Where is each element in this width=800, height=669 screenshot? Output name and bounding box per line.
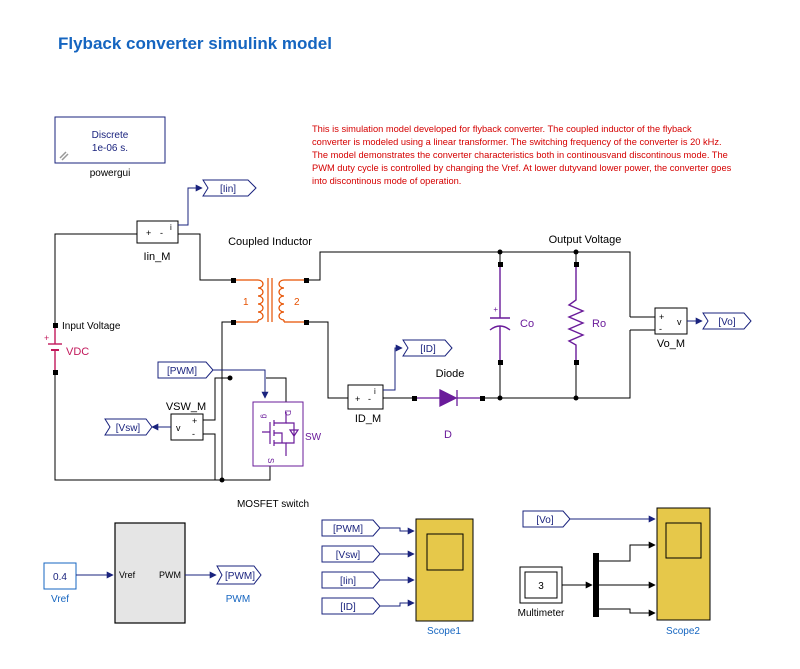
svg-text:[PWM]: [PWM] (225, 571, 255, 582)
vref-name: Vref (51, 594, 69, 605)
id-m-label: ID_M (355, 413, 381, 425)
capacitor-co[interactable] (489, 267, 511, 360)
svg-text:PWM: PWM (159, 570, 181, 580)
diode-element[interactable] (417, 388, 480, 408)
svg-text:+: + (493, 305, 498, 314)
mosfet-block[interactable]: g D S (252, 401, 304, 467)
svg-text:[Iin]: [Iin] (220, 184, 236, 195)
vref-constant-block[interactable]: 0.4 (43, 562, 77, 590)
iin-m-block[interactable]: + - i (136, 220, 179, 244)
svg-text:-: - (368, 394, 371, 404)
from-pwm-tag[interactable]: [PWM] (157, 361, 214, 379)
scope2-label: Scope2 (666, 626, 700, 637)
svg-text:+: + (192, 416, 197, 426)
vdc-label: VDC (66, 346, 89, 358)
multimeter-value: 3 (538, 581, 544, 592)
scope1-label: Scope1 (427, 626, 461, 637)
svg-text:+: + (44, 333, 49, 343)
pwm-name: PWM (226, 594, 250, 605)
ro-label: Ro (592, 318, 606, 330)
powergui-mode: Discrete (92, 130, 129, 141)
winding-1-label: 1 (243, 297, 249, 308)
svg-text:[Vsw]: [Vsw] (116, 423, 141, 434)
output-voltage-label: Output Voltage (549, 234, 622, 246)
vsw-m-label: VSW_M (166, 401, 206, 413)
winding-2-label: 2 (294, 297, 300, 308)
svg-text:[Vo]: [Vo] (718, 317, 735, 328)
goto-id-tag[interactable]: [ID] (402, 339, 453, 357)
id-m-block[interactable]: + - i (347, 384, 384, 410)
powergui-block[interactable]: Discrete 1e-06 s. (54, 116, 166, 164)
svg-text:[ID]: [ID] (340, 602, 356, 613)
svg-text:[ID]: [ID] (420, 344, 436, 355)
resistor-ro[interactable] (567, 267, 585, 360)
vo-m-label: Vo_M (657, 338, 685, 350)
svg-text:[PWM]: [PWM] (333, 524, 363, 535)
input-voltage-label: Input Voltage (62, 321, 121, 332)
vdc-source[interactable] (48, 328, 62, 370)
link-icon (59, 151, 69, 161)
mosfet-switch-label: MOSFET switch (237, 499, 309, 510)
goto-iin-tag[interactable]: [Iin] (202, 179, 257, 197)
diode-name: D (444, 429, 452, 441)
from-id-scope-tag[interactable]: [ID] (321, 597, 381, 615)
svg-text:v: v (176, 423, 181, 433)
vo-m-block[interactable]: + - v (654, 307, 688, 335)
svg-text:v: v (677, 317, 682, 327)
svg-text:[Iin]: [Iin] (340, 576, 356, 587)
svg-text:i: i (374, 387, 376, 396)
co-label: Co (520, 318, 534, 330)
svg-text:Vref: Vref (119, 570, 136, 580)
from-iin-scope-tag[interactable]: [Iin] (321, 571, 381, 589)
from-pwm-scope-tag[interactable]: [PWM] (321, 519, 381, 537)
goto-pwm-tag[interactable]: [PWM] (216, 565, 262, 585)
svg-text:g: g (260, 414, 269, 418)
junction-dots (219, 249, 579, 483)
from-vsw-scope-tag[interactable]: [Vsw] (321, 545, 381, 563)
sw-label: SW (305, 432, 322, 443)
svg-text:i: i (170, 223, 172, 232)
multimeter-block[interactable]: 3 (519, 566, 563, 604)
coupled-inductor-label: Coupled Inductor (228, 236, 312, 248)
svg-text:[Vsw]: [Vsw] (336, 550, 361, 561)
from-vo-scope-tag[interactable]: [Vo] (522, 510, 571, 528)
pwm-generator-block[interactable]: Vref PWM (114, 522, 186, 624)
power-wires (54, 233, 655, 481)
svg-text:S: S (266, 458, 275, 463)
svg-text:-: - (192, 429, 195, 439)
vsw-m-block[interactable]: v + - (170, 413, 204, 441)
vref-value: 0.4 (53, 572, 67, 583)
svg-text:+: + (659, 312, 664, 322)
iin-m-label: Iin_M (144, 251, 171, 263)
page-title: Flyback converter simulink model (58, 34, 332, 53)
svg-text:+: + (146, 228, 151, 238)
goto-vsw-tag[interactable]: [Vsw] (104, 418, 153, 436)
svg-text:-: - (160, 228, 163, 238)
svg-text:-: - (659, 324, 662, 334)
scope2-block[interactable] (656, 507, 711, 621)
svg-text:[Vo]: [Vo] (536, 515, 553, 526)
terminal-ports (53, 262, 579, 401)
transformer-block[interactable] (236, 278, 304, 323)
demux-block[interactable] (593, 553, 599, 617)
scope1-block[interactable] (415, 518, 474, 622)
multimeter-label: Multimeter (518, 608, 565, 619)
powergui-sample-time: 1e-06 s. (92, 143, 128, 154)
goto-vo-tag[interactable]: [Vo] (702, 312, 752, 330)
svg-text:+: + (355, 394, 360, 404)
svg-text:[PWM]: [PWM] (167, 366, 197, 377)
diode-label: Diode (436, 368, 465, 380)
model-description: This is simulation model developed for f… (312, 124, 732, 186)
svg-text:D: D (283, 410, 292, 416)
powergui-label: powergui (90, 168, 131, 179)
